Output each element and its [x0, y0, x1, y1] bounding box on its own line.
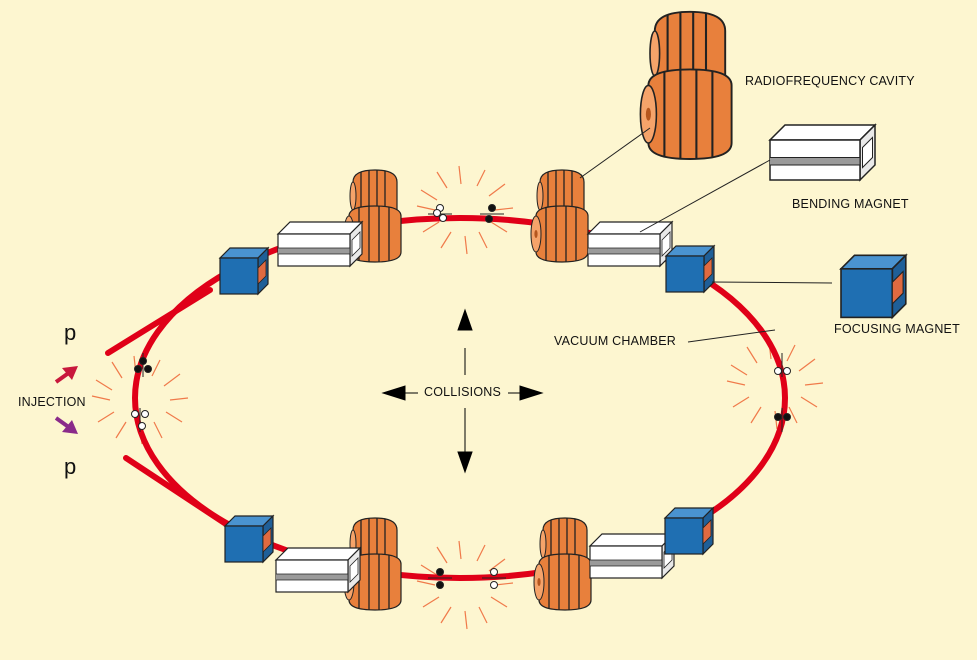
proton-label-top: p	[64, 320, 77, 345]
injection-arrows	[54, 366, 78, 434]
collision-burst-bottom	[416, 540, 514, 630]
rf-cavity-callout	[639, 10, 733, 161]
leader-lines	[579, 127, 833, 343]
vacuum-chamber-label: VACUUM CHAMBER	[554, 334, 677, 348]
proton-bunches	[131, 204, 791, 589]
focusing-magnet-bottom-right	[664, 507, 714, 555]
proton-label-bottom: p	[64, 454, 77, 479]
collision-arrows	[381, 308, 544, 474]
bending-magnet-bottom-right	[589, 533, 675, 579]
injection-line-top	[105, 287, 213, 356]
collisions-label: COLLISIONS	[424, 385, 502, 399]
bending-magnet-top-right	[587, 221, 673, 267]
rf-cavity-label: RADIOFREQUENCY CAVITY	[745, 74, 915, 88]
rf-cavity-bottom-right	[533, 517, 592, 611]
focusing-magnet-callout	[840, 254, 907, 319]
focusing-magnet-label: FOCUSING MAGNET	[834, 322, 960, 336]
focusing-magnet-top-right	[665, 245, 715, 293]
rf-cavity-top-right	[530, 169, 589, 263]
collision-burst-top	[416, 165, 514, 255]
injection-label: INJECTION	[18, 395, 86, 409]
injection-line-bottom	[123, 455, 235, 531]
focusing-magnet-bottom-left	[224, 515, 274, 563]
beam-pipe-ring	[132, 215, 788, 581]
bending-magnet-label: BENDING MAGNET	[792, 197, 909, 211]
bending-magnet-top-left	[277, 221, 363, 267]
bending-magnet-callout	[769, 124, 876, 181]
focusing-magnet-top-left	[219, 247, 269, 295]
bending-magnet-bottom-left	[275, 547, 361, 593]
